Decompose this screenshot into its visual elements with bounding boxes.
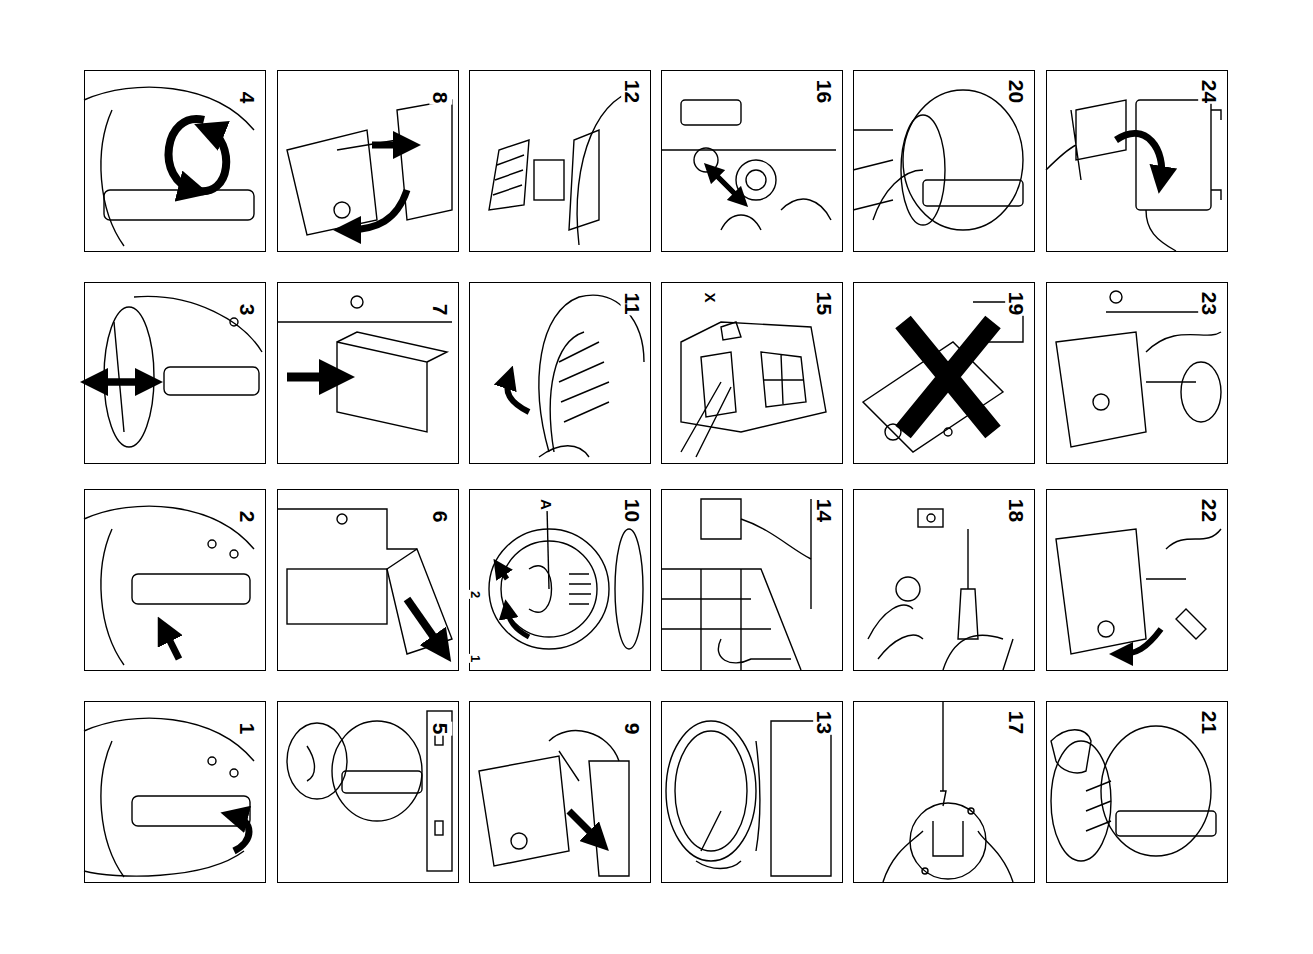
- callout-letter: X: [701, 292, 718, 304]
- step-number: 24: [1198, 79, 1221, 104]
- step-number: 10: [621, 498, 644, 523]
- step-number: 5: [429, 721, 452, 735]
- step-panel: 11: [469, 282, 651, 464]
- step-panel: 7: [277, 282, 459, 464]
- step-number: 7: [429, 302, 452, 316]
- step-number: 20: [1005, 79, 1028, 104]
- step-panel: 22: [1046, 489, 1228, 671]
- step-number: 12: [621, 79, 644, 104]
- step-panel: 9: [469, 701, 651, 883]
- step-panel: 20: [853, 70, 1035, 252]
- step-number: 1: [236, 721, 259, 735]
- step-number: 14: [813, 498, 836, 523]
- step-number: 2: [236, 509, 259, 523]
- step-number: 8: [429, 90, 452, 104]
- step-number: 22: [1198, 498, 1221, 523]
- step-number: 23: [1198, 291, 1221, 316]
- step-number: 6: [429, 509, 452, 523]
- step-number: 15: [813, 291, 836, 316]
- step-panel: 6: [277, 489, 459, 671]
- step-panel: 21: [1046, 701, 1228, 883]
- step-number: 4: [236, 90, 259, 104]
- callout-letter: A: [538, 498, 555, 511]
- step-panel: 16: [661, 70, 843, 252]
- step-number: 21: [1198, 710, 1221, 735]
- step-panel: 24: [1046, 70, 1228, 252]
- step-panel: 1: [84, 701, 266, 883]
- step-panel: 17: [853, 701, 1035, 883]
- step-number: 11: [621, 292, 644, 316]
- step-panel: 15 X: [661, 282, 843, 464]
- step-panel: 23: [1046, 282, 1228, 464]
- step-panel: 3: [84, 282, 266, 464]
- step-panel: 14: [661, 489, 843, 671]
- step-number: 3: [236, 302, 259, 316]
- callout-number: 1: [468, 654, 483, 663]
- callout-number: 2: [468, 590, 483, 599]
- step-panel: 10 A 2 1: [469, 489, 651, 671]
- step-panel: 18: [853, 489, 1035, 671]
- step-number: 18: [1005, 498, 1028, 523]
- step-number: 9: [621, 721, 644, 735]
- step-panel: 13: [661, 701, 843, 883]
- step-panel: 12: [469, 70, 651, 252]
- step-panel: 8: [277, 70, 459, 252]
- step-number: 17: [1005, 710, 1028, 735]
- step-number: 13: [813, 710, 836, 735]
- step-panel: 5: [277, 701, 459, 883]
- step-number: 16: [813, 79, 836, 104]
- step-panel: 2: [84, 489, 266, 671]
- step-number: 19: [1005, 291, 1028, 316]
- step-panel: 19: [853, 282, 1035, 464]
- step-panel: 4: [84, 70, 266, 252]
